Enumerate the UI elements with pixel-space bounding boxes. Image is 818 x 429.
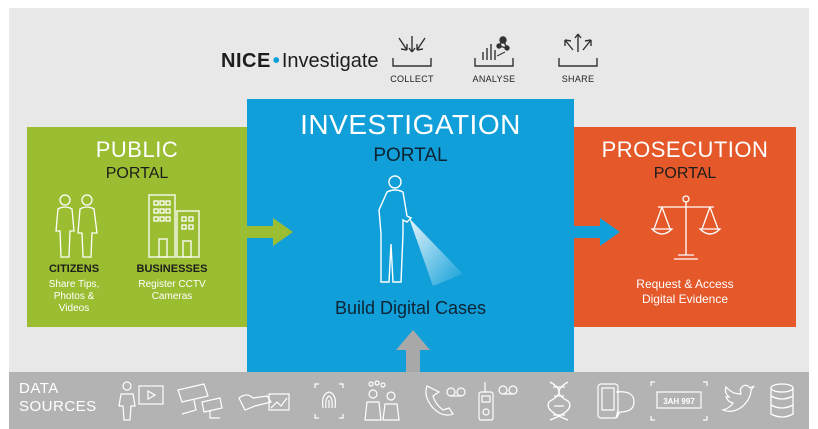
brand-bold: NICE: [221, 50, 271, 72]
cctv-camera-icon: [177, 383, 223, 419]
brand-rest: Investigate: [281, 50, 379, 72]
people-icon: [55, 194, 98, 258]
buildings-icon: [148, 194, 200, 258]
share-action: SHARE: [548, 30, 608, 84]
investigation-portal-panel: INVESTIGATION PORTAL Build Digital Cases: [247, 99, 574, 372]
citizens-desc-line3: Videos: [58, 303, 90, 314]
license-plate-text: 3AH 997: [663, 397, 695, 406]
share-arrows-icon: [558, 33, 598, 67]
data-sources-line2: SOURCES: [19, 398, 97, 415]
analyse-action: ANALYSE: [464, 30, 524, 84]
businesses-heading: BUSINESSES: [136, 263, 208, 275]
witness-people-icon: [364, 380, 400, 421]
header: NICE•Investigate COLLECT: [0, 30, 818, 100]
analyse-label: ANALYSE: [472, 74, 516, 84]
collect-action: COLLECT: [382, 30, 442, 84]
investigation-to-prosecution-arrow: [574, 218, 620, 246]
brand-separator: •: [272, 50, 280, 72]
investigation-portal-subtitle: PORTAL: [373, 145, 448, 166]
share-label: SHARE: [561, 74, 595, 84]
mobile-device-icon: [597, 383, 635, 419]
businesses-column: BUSINESSES Register CCTV Cameras: [127, 263, 217, 303]
phone-call-icon: [425, 385, 466, 416]
businesses-desc-line1: Register CCTV: [138, 279, 206, 290]
data-sources-label: DATA SOURCES: [19, 380, 97, 416]
public-portal-subtitle: PORTAL: [105, 165, 169, 182]
data-sources-up-arrow: [396, 330, 430, 374]
public-portal-title: PUBLIC: [95, 137, 179, 162]
prosecution-portal-panel: PROSECUTION PORTAL Request & Access Digi…: [574, 127, 796, 327]
person-video-icon: [118, 381, 164, 421]
investigation-portal-title: INVESTIGATION: [300, 109, 521, 140]
prosecution-portal-subtitle: PORTAL: [653, 165, 717, 182]
public-to-investigation-arrow: [247, 218, 293, 246]
build-digital-cases-caption: Build Digital Cases: [334, 298, 487, 318]
data-sources-line1: DATA: [19, 380, 59, 397]
scales-of-justice-icon: [650, 195, 722, 260]
prosecution-desc-line1: Request & Access: [636, 277, 734, 291]
public-portal-panel: PUBLIC PORTAL CITIZENS: [27, 127, 247, 327]
database-icon: [770, 383, 794, 418]
prosecution-desc: Request & Access Digital Evidence: [574, 277, 796, 307]
citizens-column: CITIZENS Share Tips, Photos & Videos: [29, 263, 119, 315]
collect-label: COLLECT: [390, 74, 434, 84]
license-plate-icon: 3AH 997: [650, 381, 708, 421]
citizens-heading: CITIZENS: [48, 263, 100, 275]
citizens-desc-line2: Photos &: [53, 291, 95, 302]
brand-logo: NICE•Investigate: [221, 50, 379, 73]
citizens-desc-line1: Share Tips,: [48, 279, 100, 290]
investigator-flashlight-icon: [378, 175, 463, 286]
radio-audio-icon: [478, 382, 518, 421]
dna-icon: [547, 381, 571, 421]
data-sources-bar: DATA SOURCES: [9, 372, 809, 429]
businesses-desc-line2: Cameras: [151, 291, 193, 302]
crime-scene-photo-icon: [238, 393, 290, 411]
twitter-icon: [721, 384, 755, 412]
analyse-graph-icon: [474, 36, 514, 67]
fingerprint-icon: [314, 383, 344, 419]
prosecution-portal-title: PROSECUTION: [601, 137, 769, 162]
collect-arrows-icon: [392, 36, 432, 67]
prosecution-desc-line2: Digital Evidence: [641, 292, 729, 306]
